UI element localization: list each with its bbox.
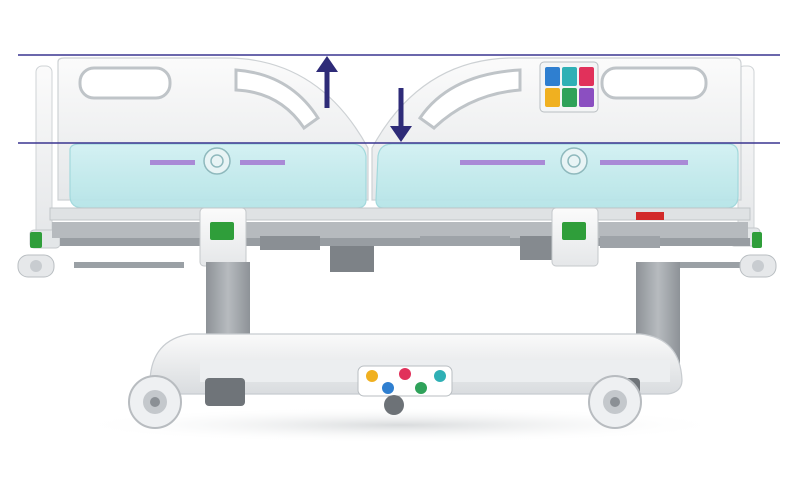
- head-column-cover: [199, 207, 247, 267]
- foot-wall-bumper: [739, 254, 777, 278]
- foot-wheel: [588, 375, 642, 429]
- head-green-bumper[interactable]: [30, 232, 42, 248]
- floor-shadow: [70, 407, 730, 443]
- mattress-stripe: [460, 160, 545, 165]
- pedal-button[interactable]: [366, 370, 378, 382]
- keypad-button[interactable]: [545, 88, 560, 107]
- keypad-button[interactable]: [579, 88, 594, 107]
- keypad-button[interactable]: [562, 88, 577, 107]
- keypad-button[interactable]: [545, 67, 560, 86]
- rail-handle-4[interactable]: [600, 66, 708, 100]
- mattress-stripe: [150, 160, 195, 165]
- pedal-button[interactable]: [415, 382, 427, 394]
- pedal-button[interactable]: [382, 382, 394, 394]
- pedal-button[interactable]: [399, 368, 411, 380]
- control-keypad-icon[interactable]: [539, 61, 599, 113]
- head-green-release-button[interactable]: [210, 222, 234, 240]
- mattress-stripe: [240, 160, 285, 165]
- foot-column-cover: [551, 207, 599, 267]
- rail-release-dial[interactable]: [203, 147, 231, 175]
- mattress-stripe: [600, 160, 688, 165]
- head-board: [29, 65, 61, 249]
- keypad-button[interactable]: [562, 67, 577, 86]
- foot-green-release-button[interactable]: [562, 222, 586, 240]
- rail-release-dial[interactable]: [560, 147, 588, 175]
- brake-indicator: [636, 212, 664, 220]
- pedal-button[interactable]: [434, 370, 446, 382]
- arrow-up-icon: [316, 56, 338, 108]
- head-wheel: [128, 375, 182, 429]
- foot-green-bumper[interactable]: [752, 232, 762, 248]
- mattress: [69, 143, 739, 209]
- keypad-button[interactable]: [579, 67, 594, 86]
- rail-handle-1[interactable]: [78, 66, 172, 100]
- arrow-down-icon: [390, 88, 412, 142]
- head-wall-bumper: [17, 254, 55, 278]
- central-castor: [384, 395, 404, 415]
- rail-handle-2[interactable]: [234, 68, 321, 131]
- rail-handle-3[interactable]: [417, 68, 522, 130]
- foot-pedal-icon[interactable]: [357, 365, 453, 397]
